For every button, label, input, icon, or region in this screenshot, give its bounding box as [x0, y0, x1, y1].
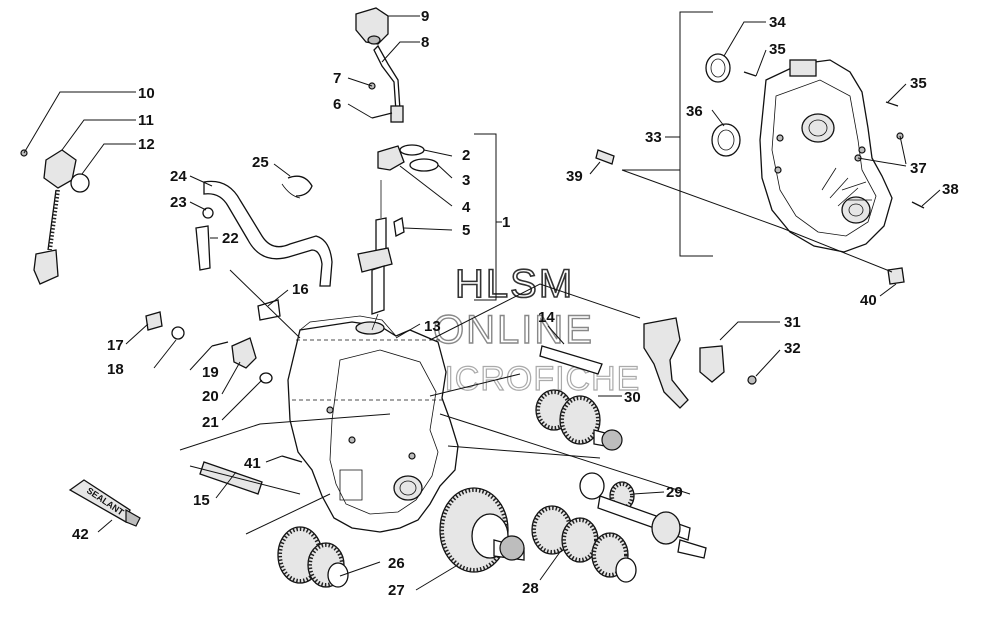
gear-cluster-26	[277, 526, 349, 588]
callout-38: 38	[942, 181, 959, 198]
callout-42: 42	[72, 526, 89, 543]
callout-17: 17	[107, 337, 124, 354]
callout-33: 33	[645, 129, 662, 146]
callout-30: 30	[624, 389, 641, 406]
callout-35-top: 35	[769, 41, 786, 58]
group-1-bracket	[474, 133, 502, 301]
callout-24: 24	[170, 168, 187, 185]
callout-21: 21	[202, 414, 219, 431]
group-33-bracket	[622, 11, 713, 257]
callout-40: 40	[860, 292, 877, 309]
output-shaft-29	[579, 472, 707, 559]
callout-31: 31	[784, 314, 801, 331]
callout-14: 14	[538, 309, 555, 326]
callout-3: 3	[462, 172, 470, 189]
right-transmission-case	[759, 59, 893, 253]
callout-18: 18	[107, 361, 124, 378]
callout-9: 9	[421, 8, 429, 25]
shift-forks	[539, 317, 757, 409]
callout-34: 34	[769, 14, 786, 31]
callout-27: 27	[388, 582, 405, 599]
callout-11: 11	[138, 112, 154, 129]
callout-26: 26	[388, 555, 405, 572]
gear-cluster-28	[531, 505, 637, 583]
watermark-line-2: ONLINE	[433, 308, 594, 352]
watermark-line-1: HLSM	[455, 262, 574, 306]
small-hardware	[145, 299, 303, 495]
callout-1: 1	[502, 214, 510, 231]
callout-19: 19	[202, 364, 219, 381]
callout-8: 8	[421, 34, 429, 51]
watermark-line-3: MICROFICHE	[415, 360, 640, 398]
callout-41: 41	[244, 455, 261, 472]
callout-4: 4	[462, 199, 471, 216]
callout-39: 39	[566, 168, 583, 185]
callout-25: 25	[252, 154, 269, 171]
callout-22: 22	[222, 230, 239, 247]
callout-7: 7	[333, 70, 341, 87]
callout-5: 5	[462, 222, 470, 239]
callout-12: 12	[138, 136, 155, 153]
callout-37: 37	[910, 160, 927, 177]
leader-lines	[23, 15, 941, 591]
callout-13: 13	[424, 318, 441, 335]
breather-hose	[195, 175, 333, 287]
left-transmission-case	[287, 315, 459, 533]
callout-28: 28	[522, 580, 539, 597]
sealant-tube: SEALANT	[68, 479, 141, 527]
callout-numbers: 9 8 7 6 2 3 4 5 1 10 11 12 13 14 15 16 1…	[72, 8, 959, 599]
callout-6: 6	[333, 96, 341, 113]
callout-29: 29	[666, 484, 683, 501]
gear-cluster-27	[439, 487, 525, 573]
callout-20: 20	[202, 388, 219, 405]
callout-2: 2	[462, 147, 470, 164]
callout-16: 16	[292, 281, 309, 298]
callout-23: 23	[170, 194, 187, 211]
callout-15: 15	[193, 492, 210, 509]
speed-sensor-assembly	[20, 149, 90, 285]
callout-10: 10	[138, 85, 155, 102]
callout-35-right: 35	[910, 75, 927, 92]
callout-36: 36	[686, 103, 703, 120]
gear-cluster-30	[535, 389, 623, 451]
callout-32: 32	[784, 340, 801, 357]
shift-lever-assembly	[355, 7, 439, 331]
watermark: HLSM ONLINE MICROFICHE	[414, 261, 640, 398]
